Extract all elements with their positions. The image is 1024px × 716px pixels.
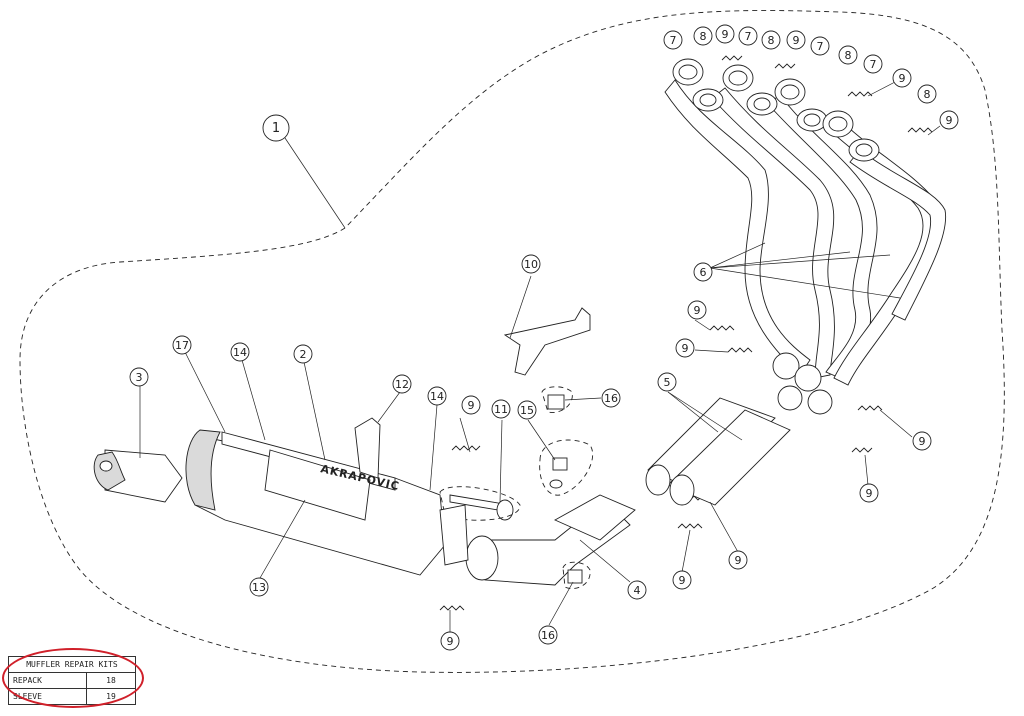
callout-16a: 16 <box>601 388 621 408</box>
svg-text:9: 9 <box>866 487 873 500</box>
svg-text:9: 9 <box>679 574 686 587</box>
svg-text:7: 7 <box>745 30 752 43</box>
svg-text:7: 7 <box>817 40 824 53</box>
callout-14b: 14 <box>427 386 447 406</box>
svg-text:8: 8 <box>768 34 775 47</box>
callout-3: 3 <box>129 367 149 387</box>
svg-text:14: 14 <box>430 390 444 403</box>
svg-text:2: 2 <box>300 348 307 361</box>
callout-5: 5 <box>657 372 677 392</box>
svg-text:9: 9 <box>946 114 953 127</box>
callout-7c: 7 <box>810 36 830 56</box>
callout-12: 12 <box>392 374 412 394</box>
springs <box>439 55 933 611</box>
svg-text:1: 1 <box>272 121 280 136</box>
callout-9g: 9 <box>728 550 748 570</box>
svg-text:3: 3 <box>136 371 143 384</box>
svg-text:14: 14 <box>233 346 247 359</box>
callout-13: 13 <box>249 577 269 597</box>
svg-text:17: 17 <box>175 339 189 352</box>
header-pipes <box>664 79 947 415</box>
svg-text:8: 8 <box>845 49 852 62</box>
callout-9h: 9 <box>672 570 692 590</box>
callout-4: 4 <box>627 580 647 600</box>
svg-text:4: 4 <box>634 584 641 597</box>
callout-9i: 9 <box>939 110 959 130</box>
callout-2: 2 <box>293 344 313 364</box>
callout-9b: 9 <box>440 631 460 651</box>
svg-text:12: 12 <box>395 378 409 391</box>
svg-text:9: 9 <box>682 342 689 355</box>
callout-9a: 9 <box>461 395 481 415</box>
callout-14: 14 <box>230 342 250 362</box>
callout-7b: 7 <box>738 26 758 46</box>
svg-text:7: 7 <box>870 58 877 71</box>
svg-text:6: 6 <box>700 266 707 279</box>
callout-6: 6 <box>693 262 713 282</box>
callout-11: 11 <box>491 399 511 419</box>
svg-text:15: 15 <box>520 404 534 417</box>
svg-text:8: 8 <box>700 30 707 43</box>
svg-text:9: 9 <box>735 554 742 567</box>
callout-10: 10 <box>521 254 541 274</box>
callout-15: 15 <box>517 400 537 420</box>
callout-9l: 9 <box>786 30 806 50</box>
callout-9c: 9 <box>687 300 707 320</box>
callout-16b: 16 <box>538 625 558 645</box>
callout-9f: 9 <box>859 483 879 503</box>
svg-text:10: 10 <box>524 258 538 271</box>
svg-text:8: 8 <box>924 88 931 101</box>
leader-lines <box>139 81 941 632</box>
header-flanges <box>672 58 880 162</box>
callout-9d: 9 <box>675 338 695 358</box>
callout-7d: 7 <box>863 54 883 74</box>
svg-text:9: 9 <box>899 72 906 85</box>
end-cap <box>93 449 183 503</box>
svg-text:9: 9 <box>447 635 454 648</box>
callout-17: 17 <box>172 335 192 355</box>
svg-text:13: 13 <box>252 581 266 594</box>
callout-8c: 8 <box>838 45 858 65</box>
callout-9j: 9 <box>892 68 912 88</box>
svg-text:5: 5 <box>664 376 671 389</box>
svg-text:9: 9 <box>722 28 729 41</box>
svg-text:7: 7 <box>670 34 677 47</box>
callout-1: 1 <box>262 114 290 142</box>
assembly-boundary <box>19 10 1005 673</box>
callout-9e: 9 <box>912 431 932 451</box>
svg-text:16: 16 <box>541 629 555 642</box>
muffler <box>185 417 469 576</box>
callout-8d: 8 <box>917 84 937 104</box>
bracket <box>503 307 591 376</box>
callout-9k: 9 <box>715 24 735 44</box>
red-highlight-ellipse <box>2 648 144 708</box>
svg-text:16: 16 <box>604 392 618 405</box>
svg-text:9: 9 <box>919 435 926 448</box>
callout-7a: 7 <box>663 30 683 50</box>
svg-text:9: 9 <box>694 304 701 317</box>
svg-text:11: 11 <box>494 403 508 416</box>
svg-text:9: 9 <box>468 399 475 412</box>
svg-text:9: 9 <box>793 34 800 47</box>
callout-8a: 8 <box>693 26 713 46</box>
callout-8b: 8 <box>761 30 781 50</box>
collector <box>645 397 791 506</box>
